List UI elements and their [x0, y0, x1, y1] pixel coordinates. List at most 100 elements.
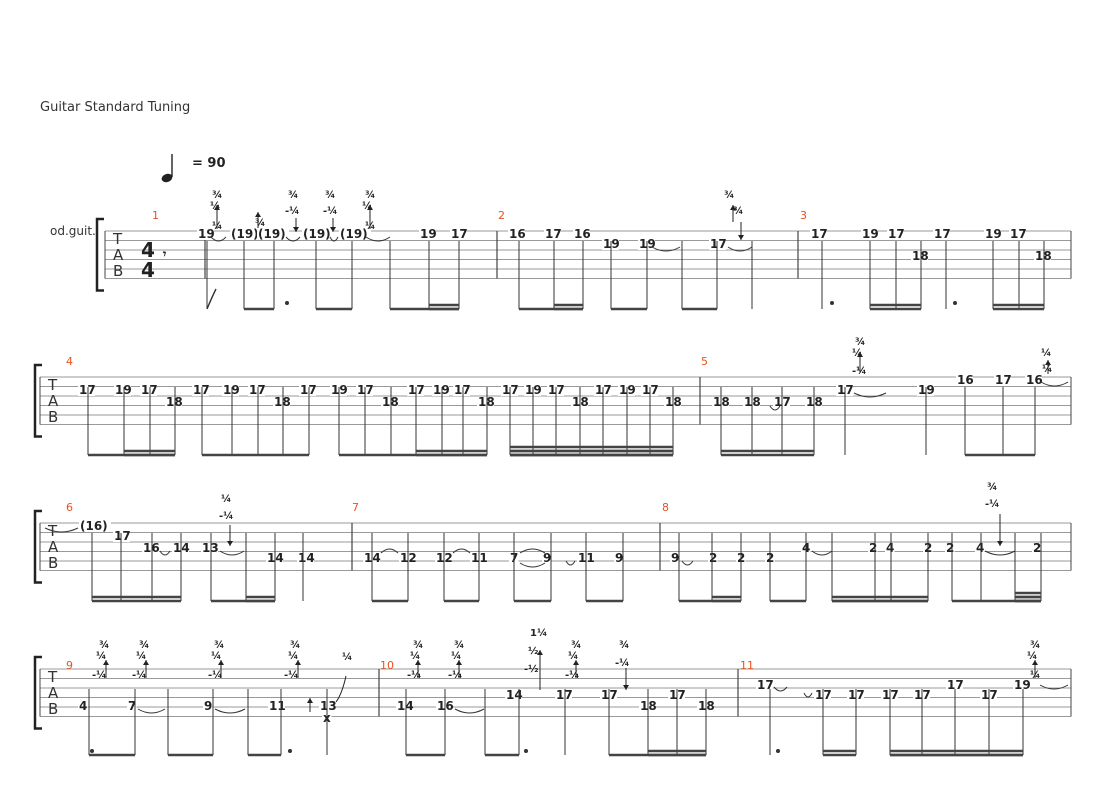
- tie-arc: [214, 708, 246, 714]
- bend-label: ¼: [1027, 650, 1037, 662]
- fret-number: 18: [912, 249, 929, 263]
- fret-background: [975, 543, 985, 554]
- fret-number: 17: [193, 383, 210, 397]
- system-bracket: [33, 363, 42, 438]
- fret-background: [1034, 251, 1051, 262]
- fret-number: 16: [574, 227, 591, 241]
- bend-label: ¾: [325, 190, 335, 201]
- fret-background: [339, 229, 371, 240]
- fret-number: (16): [80, 519, 108, 533]
- fret-background: [248, 385, 265, 396]
- bend-arrowhead: [537, 650, 543, 655]
- bend-arrowhead: [997, 541, 1003, 546]
- fret-number: 13: [320, 699, 337, 713]
- rhythm-dot: [285, 301, 289, 305]
- bar-number: 3: [800, 209, 807, 222]
- tie-arc: [452, 548, 471, 554]
- tie-arc: [44, 527, 79, 533]
- bend-arrowhead: [857, 352, 863, 357]
- bend-label: ¾: [365, 190, 375, 201]
- fret-background: [544, 229, 561, 240]
- fret-background: [573, 229, 590, 240]
- tab-letter-b: B: [48, 554, 58, 572]
- fret-number: 4: [886, 541, 894, 555]
- bend-label: ¾: [212, 190, 222, 201]
- fret-number: 17: [710, 237, 727, 251]
- tab-letter-t: T: [47, 668, 58, 686]
- bend-arrowhead: [1045, 360, 1051, 365]
- fret-number: 9: [671, 551, 679, 565]
- tempo-value: = 90: [192, 156, 226, 171]
- fret-background: [381, 397, 398, 408]
- fret-background: [203, 701, 213, 712]
- fret-background: [140, 385, 157, 396]
- fret-background: [885, 543, 895, 554]
- bend-arrowhead: [143, 660, 149, 665]
- fret-background: [1013, 680, 1030, 691]
- tab-letter-t: T: [112, 230, 123, 248]
- bend-label: ¾: [733, 206, 743, 217]
- fret-number: 16: [1026, 373, 1043, 387]
- fret-background: [946, 680, 963, 691]
- fret-number: (19): [231, 227, 259, 241]
- fret-number: 19: [198, 227, 215, 241]
- tie-arc: [853, 392, 887, 398]
- fret-number: 17: [451, 227, 468, 241]
- fret-background: [201, 543, 218, 554]
- bar-number: 8: [662, 501, 669, 514]
- fret-number: 19: [862, 227, 879, 241]
- bend-label: ¾: [255, 218, 265, 229]
- fret-background: [477, 397, 494, 408]
- quarter-note-icon: [160, 152, 180, 188]
- fret-background: [127, 701, 137, 712]
- bar-number: 10: [380, 659, 394, 672]
- rhythm-dot: [830, 301, 834, 305]
- fret-background: [257, 229, 289, 240]
- fret-background: [114, 385, 131, 396]
- fret-number: 19: [985, 227, 1002, 241]
- tie-arc: [1040, 381, 1069, 387]
- bend-arrowhead: [295, 660, 301, 665]
- fret-background: [273, 397, 290, 408]
- bend-arrowhead: [1032, 660, 1038, 665]
- bend-label: -¼: [92, 669, 107, 681]
- fret-number: 17: [300, 383, 317, 397]
- fret-background: [887, 229, 904, 240]
- rhythm-dot: [524, 749, 528, 753]
- bend-label: ¾: [214, 640, 224, 651]
- fret-background: [756, 680, 773, 691]
- fret-number: 17: [947, 678, 964, 692]
- system-bracket: [95, 217, 104, 292]
- fret-background: [508, 229, 525, 240]
- bend-label: -¼: [219, 510, 234, 522]
- bend-label: ¼: [568, 650, 578, 662]
- bend-label: ¼: [96, 650, 106, 662]
- bend-arrowhead: [103, 660, 109, 665]
- tie-arc: [454, 708, 485, 714]
- fret-number: 17: [114, 529, 131, 543]
- fret-background: [165, 397, 182, 408]
- fret-number: (19): [303, 227, 331, 241]
- fret-background: [450, 229, 467, 240]
- bend-label: ¾: [413, 640, 423, 651]
- fret-background: [197, 229, 214, 240]
- tie-arc: [984, 550, 1016, 556]
- tie-arc: [210, 236, 227, 242]
- fret-background: [984, 229, 1001, 240]
- fret-number: 9: [615, 551, 623, 565]
- fret-number: 16: [957, 373, 974, 387]
- fret-number: 13: [202, 541, 219, 555]
- bend-label: ¼: [288, 650, 298, 662]
- bend-arrowhead: [415, 660, 421, 665]
- bend-arrowhead: [214, 205, 220, 210]
- fret-number: 17: [1010, 227, 1027, 241]
- bend-arrowhead: [573, 660, 579, 665]
- fret-number: 17: [545, 227, 562, 241]
- tie-arc: [773, 686, 788, 692]
- fret-number: 4: [79, 699, 87, 713]
- bend-label: -¼: [448, 669, 463, 681]
- fret-background: [555, 690, 572, 701]
- bend-label: ¼: [852, 347, 862, 359]
- bend-label: ¾: [99, 640, 109, 651]
